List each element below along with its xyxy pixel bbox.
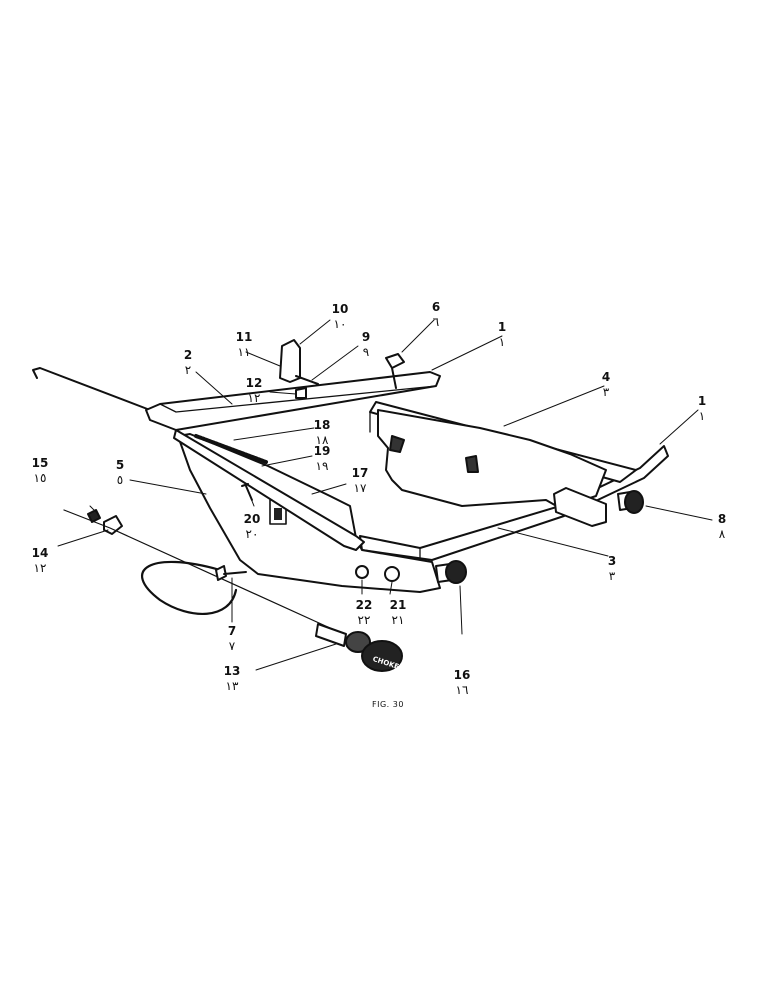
callout-number-arabic: ٢٠ [245,527,259,541]
rear-panel [377,409,607,509]
callout-number-arabic: ٢ [184,363,192,377]
nut-22 [355,565,369,579]
callout-number: 17 [351,466,369,480]
callout-number-arabic: ٦ [432,315,440,329]
adjuster-knob-right [617,490,644,514]
callout-number: 12 [245,376,263,390]
callout-number-arabic: ٣ [608,569,616,583]
washer-21 [384,566,400,582]
callout-number-arabic: ١٠ [333,317,347,331]
callout-number-arabic: ٩ [362,345,370,359]
callout-number: 8 [717,512,727,526]
callout-number-arabic: ٨ [718,527,726,541]
callout-number: 4 [601,370,611,384]
callout-number: 20 [243,512,261,526]
choke-cable-loop [141,560,238,616]
cable-clip [103,515,123,535]
callout-number-arabic: ١٥ [33,471,47,485]
callout-number: 6 [431,300,441,314]
callout-number-arabic: ٧ [228,639,236,653]
callout-number: 1 [697,394,707,408]
front-cross-member [173,429,365,551]
callout-number: 16 [453,668,471,682]
callout-number-arabic: ١٨ [315,433,329,447]
callout-number: 14 [31,546,49,560]
callout-number: 18 [313,418,331,432]
figure-caption: FIG. 30 [372,700,404,709]
callout-number: 13 [223,664,241,678]
callout-number-arabic: ١٢ [33,561,47,575]
callout-number: 11 [235,330,253,344]
callout-number-arabic: ١ [698,409,706,423]
callout-number: 15 [31,456,49,470]
screw-12 [295,387,307,399]
callout-number-arabic: ٢١ [391,613,405,627]
callout-number: 9 [361,330,371,344]
callout-number-arabic: ٥ [116,473,124,487]
callout-number: 21 [389,598,407,612]
adjuster-knob-left [435,560,467,584]
callout-number-arabic: ١٧ [353,481,367,495]
callout-number: 7 [227,624,237,638]
bolt-7 [215,565,247,581]
callout-number-arabic: ١ [498,335,506,349]
choke-knob [315,623,403,672]
callout-number: 19 [313,444,331,458]
right-bracket [553,487,607,527]
callout-number: 10 [331,302,349,316]
callout-number: 5 [115,458,125,472]
callout-number-arabic: ١٩ [315,459,329,473]
callout-number: 22 [355,598,373,612]
spring [194,434,268,464]
callout-number: 3 [607,554,617,568]
seat-runner-right [359,445,669,561]
callout-number: 2 [183,348,193,362]
seat-runner-left [145,371,441,431]
callout-number-arabic: ٢٢ [357,613,371,627]
bolt-6 [385,353,405,389]
callout-number-arabic: ١٦ [455,683,469,697]
leader-lines [57,319,713,671]
choke-cable [63,509,331,629]
callout-number-arabic: ١١ [237,345,251,359]
callout-number-arabic: ١٢ [247,391,261,405]
callout-number: 1 [497,320,507,334]
callout-number-arabic: ٣ [602,385,610,399]
callout-number-arabic: ١٣ [225,679,239,693]
control-rod [32,367,151,411]
